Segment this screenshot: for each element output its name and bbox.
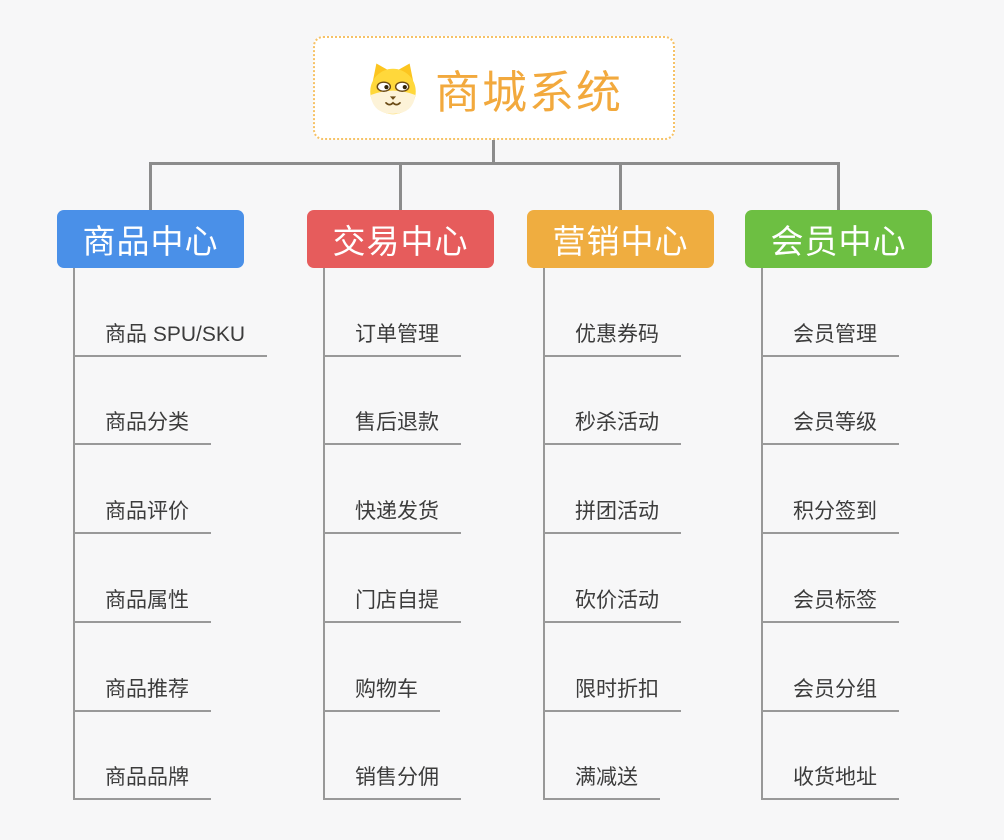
root-label: 商城系统 <box>434 66 623 118</box>
child-node[interactable]: 商品 SPU/SKU <box>73 322 268 357</box>
branch-header-2[interactable]: 交易中心 <box>307 210 494 268</box>
connector-branch-drop <box>399 162 402 210</box>
child-node[interactable]: 销售分佣 <box>323 765 461 800</box>
connector-branch-drop <box>619 162 622 210</box>
dog-face-icon <box>370 63 416 115</box>
branch-header-1[interactable]: 商品中心 <box>57 210 244 268</box>
child-node[interactable]: 拼团活动 <box>543 499 681 534</box>
connector-child-trunk <box>73 268 75 800</box>
child-node[interactable]: 会员管理 <box>761 322 899 357</box>
child-node[interactable]: 限时折扣 <box>543 677 681 712</box>
connector-child-trunk <box>761 268 763 800</box>
child-node[interactable]: 砍价活动 <box>543 588 681 623</box>
child-node[interactable]: 秒杀活动 <box>543 410 681 445</box>
child-node[interactable]: 收货地址 <box>761 765 899 800</box>
branch-header-3[interactable]: 营销中心 <box>527 210 714 268</box>
child-node[interactable]: 门店自提 <box>323 588 461 623</box>
child-node[interactable]: 购物车 <box>323 677 440 712</box>
connector-branch-drop <box>837 162 840 210</box>
connector-child-trunk <box>323 268 325 800</box>
child-node[interactable]: 订单管理 <box>323 322 461 357</box>
connector-branch-drop <box>149 162 152 210</box>
child-node[interactable]: 满减送 <box>543 765 660 800</box>
connector-child-trunk <box>543 268 545 800</box>
child-node[interactable]: 售后退款 <box>323 410 461 445</box>
connector-horizontal-rail <box>149 162 840 165</box>
child-node[interactable]: 会员等级 <box>761 410 899 445</box>
child-node[interactable]: 会员标签 <box>761 588 899 623</box>
child-node[interactable]: 商品推荐 <box>73 677 211 712</box>
child-node[interactable]: 积分签到 <box>761 499 899 534</box>
child-node[interactable]: 快递发货 <box>323 499 461 534</box>
child-node[interactable]: 会员分组 <box>761 677 899 712</box>
connector-root-stub <box>492 140 495 164</box>
child-node[interactable]: 商品属性 <box>73 588 211 623</box>
branch-header-4[interactable]: 会员中心 <box>745 210 932 268</box>
root-node[interactable]: 商城系统 <box>313 36 675 140</box>
child-node[interactable]: 优惠券码 <box>543 322 681 357</box>
child-node[interactable]: 商品分类 <box>73 410 211 445</box>
child-node[interactable]: 商品品牌 <box>73 765 211 800</box>
child-node[interactable]: 商品评价 <box>73 499 211 534</box>
